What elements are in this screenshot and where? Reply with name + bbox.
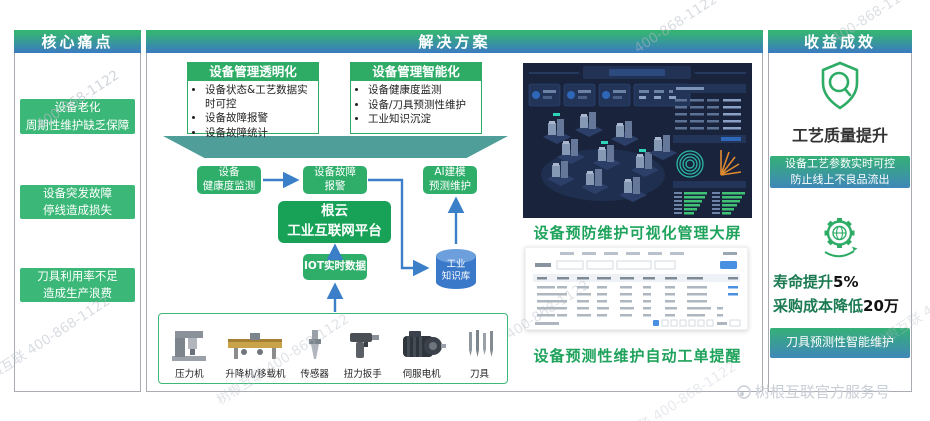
- funnel-shape: [163, 136, 508, 158]
- solutions-header: 解决方案: [146, 30, 763, 53]
- quality-shield-icon: [821, 61, 859, 110]
- solution-bullet-list: 设备状态&工艺数据实时可控 设备故障报警 设备故障统计: [188, 84, 318, 141]
- pain-points-header: 核心痛点: [14, 30, 141, 53]
- torque-wrench-icon: [349, 333, 379, 358]
- official-account-text: 树根互联官方服务号: [755, 383, 891, 401]
- solution-bullet: 设备故障统计: [205, 127, 315, 141]
- flow-box-fault-alarm: 设备故障 报警: [303, 166, 367, 194]
- knowledge-base-label: 工业 知识库: [441, 259, 471, 282]
- knowledge-base-cylinder: 工业 知识库: [433, 247, 479, 291]
- solution-bullet: 设备故障报警: [205, 112, 315, 126]
- solution-box-transparency: 设备管理透明化 设备状态&工艺数据实时可控 设备故障报警 设备故障统计: [187, 62, 319, 139]
- equipment-sensor: 传感器: [300, 328, 329, 380]
- cylinder-shape-icon: [436, 249, 476, 289]
- solution-bullet: 设备/刀具预测性维护: [368, 99, 478, 113]
- lifecycle-gear-wrap: [768, 214, 912, 262]
- workorder-top-menu: [560, 252, 737, 255]
- flow-box-iot-data: IOT实时数据: [303, 254, 367, 280]
- dashboard-screenshot: [523, 63, 752, 218]
- equipment-label: 扭力扳手: [343, 369, 382, 380]
- lifecycle-gear-icon: [824, 218, 858, 258]
- dashboard-ring-chart: [676, 150, 704, 178]
- official-account-watermark: 树根互联官方服务号: [737, 381, 890, 402]
- quality-benefit-box: 设备工艺参数实时可控 防止线上不良品流出: [770, 156, 910, 188]
- solution-box-intelligence: 设备管理智能化 设备健康度监测 设备/刀具预测性维护 工业知识沉淀: [350, 62, 482, 134]
- pain-box-breakdown: 设备突发故障 停线造成损失: [20, 185, 135, 219]
- workorder-table-rows: [537, 286, 738, 317]
- flow-box-health-monitor: 设备 健康度监测: [197, 166, 261, 194]
- servo-motor-icon: [402, 331, 446, 357]
- workorder-pagination: [535, 319, 741, 327]
- pain-box-tool-waste: 刀具利用率不足 造成生产浪费: [20, 268, 135, 302]
- quality-improvement-title: 工艺质量提升: [791, 126, 888, 145]
- equipment-press: 压力机: [168, 328, 210, 380]
- sensor-icon: [308, 330, 321, 359]
- lifespan-value: 5%: [833, 273, 859, 291]
- workorder-toolbar: [535, 260, 737, 270]
- solution-bullet: 工业知识沉淀: [368, 113, 478, 127]
- equipment-label: 刀具: [470, 369, 490, 380]
- lifespan-text: 寿命提升: [773, 273, 834, 291]
- equipment-label: 伺服电机: [402, 369, 441, 380]
- dashboard-fan-chart: [720, 150, 742, 176]
- equipment-torque-wrench: 扭力扳手: [344, 328, 382, 380]
- dashboard-stat-cards: [528, 83, 691, 107]
- press-machine-icon: [172, 331, 207, 361]
- solution-box-title: 设备管理智能化: [351, 63, 481, 81]
- cost-value: 20万: [863, 297, 899, 315]
- quality-shield-wrap: [768, 60, 912, 112]
- dashboard-table-panel: [673, 84, 746, 143]
- official-account-logo-icon: [737, 384, 751, 399]
- pain-box-aging: 设备老化 周期性维护缺乏保障: [20, 99, 135, 134]
- solution-bullet-list: 设备健康度监测 设备/刀具预测性维护 工业知识沉淀: [351, 84, 481, 127]
- benefits-header: 收益成效: [768, 30, 912, 53]
- cutting-tools-icon: [468, 330, 493, 357]
- dashboard-bar-lists: [674, 192, 745, 215]
- equipment-label: 传感器: [300, 369, 329, 380]
- solution-bullet: 设备状态&工艺数据实时可控: [205, 84, 315, 111]
- equipment-strip: 压力机 升降机/移载机 传感器: [158, 313, 508, 384]
- cost-benefit-line: 采购成本降低20万: [773, 295, 899, 316]
- flow-box-ai-predictive: AI建模 预测维护: [423, 166, 477, 194]
- lifter-transfer-icon: [228, 333, 283, 359]
- equipment-lifter: 升降机/移载机: [225, 328, 286, 380]
- dashboard-caption: 设备预防维护可视化管理大屏: [533, 224, 742, 242]
- equipment-servo-motor: 伺服电机: [397, 328, 447, 380]
- workorder-table-header: [537, 277, 738, 280]
- workorder-screenshot: [525, 247, 748, 330]
- flow-box-rootcloud-platform: 根云 工业互联网平台: [278, 201, 391, 243]
- tool-maintenance-box: 刀具预测性智能维护: [770, 328, 910, 358]
- equipment-label: 压力机: [175, 369, 204, 380]
- equipment-cutting-tools: 刀具: [462, 328, 498, 380]
- solution-box-title: 设备管理透明化: [188, 63, 318, 81]
- solution-bullet: 设备健康度监测: [368, 84, 478, 98]
- lifespan-benefit-line: 寿命提升5%: [773, 271, 858, 292]
- workorder-caption: 设备预测性维护自动工单提醒: [533, 347, 742, 365]
- equipment-label: 升降机/移载机: [225, 369, 286, 380]
- cost-text: 采购成本降低: [773, 297, 864, 315]
